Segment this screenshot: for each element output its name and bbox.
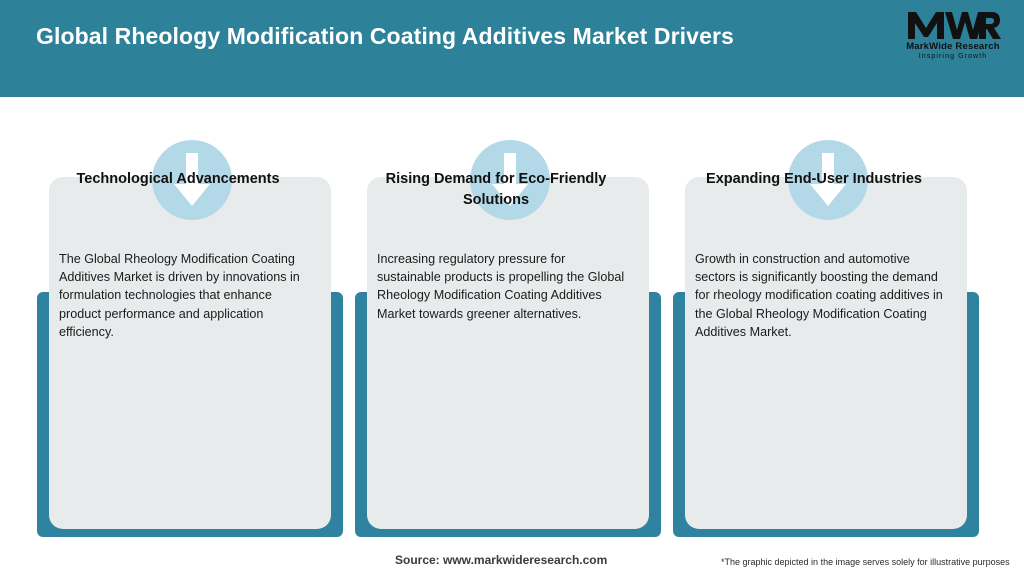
card-title: Technological Advancements — [76, 171, 280, 187]
down-arrow-icon — [788, 140, 868, 220]
mwr-logo-icon — [908, 12, 1001, 39]
driver-card-1[interactable]: Technological Advancements The Global Rh… — [37, 97, 343, 537]
driver-card-2[interactable]: Rising Demand for Eco-Friendly Solutions… — [355, 97, 661, 537]
footer-disclaimer: *The graphic depicted in the image serve… — [721, 557, 1010, 567]
card-panel — [49, 177, 331, 529]
card-panel — [367, 177, 649, 529]
down-arrow-icon — [470, 140, 550, 220]
down-arrow-icon — [152, 140, 232, 220]
logo-tagline: Inspiring Growth — [918, 53, 988, 60]
driver-cards-row: Technological Advancements The Global Rh… — [0, 97, 1024, 537]
card-body-text: Growth in construction and automotive se… — [695, 252, 943, 339]
brand-logo: MarkWide Research Inspiring Growth — [898, 8, 1008, 70]
card-body-text: The Global Rheology Modification Coating… — [59, 252, 300, 339]
card-body-text: Increasing regulatory pressure for susta… — [377, 252, 625, 321]
footer-source: Source: www.markwideresearch.com — [395, 553, 608, 567]
driver-card-3[interactable]: Expanding End-User Industries Growth in … — [673, 97, 979, 537]
logo-company-name: MarkWide Research — [906, 41, 1000, 52]
page-header: Global Rheology Modification Coating Add… — [0, 0, 1024, 97]
card-title: Expanding End-User Industries — [706, 171, 922, 187]
page-title: Global Rheology Modification Coating Add… — [36, 23, 734, 49]
card-panel — [685, 177, 967, 529]
card-title: Rising Demand for Eco-Friendly Solutions — [385, 171, 607, 208]
